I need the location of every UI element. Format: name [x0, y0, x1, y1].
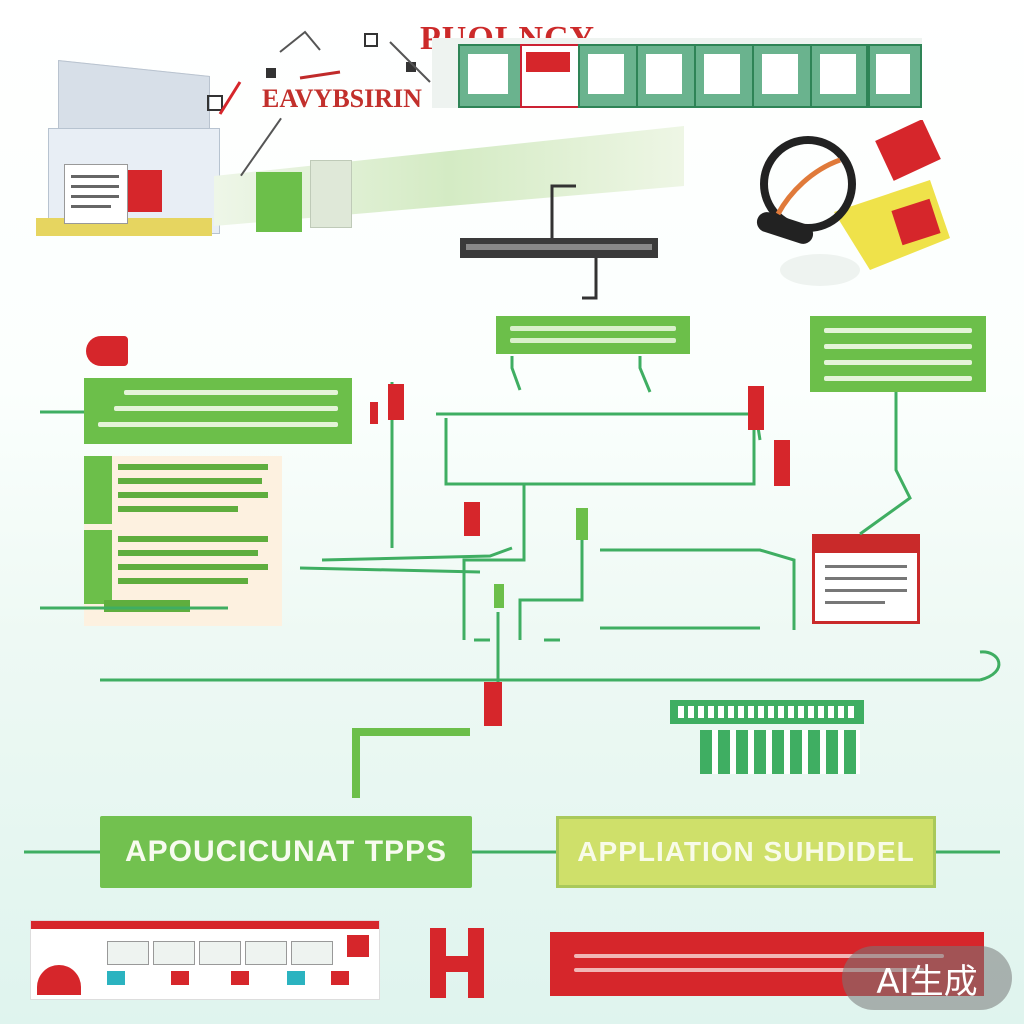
header-doodles — [207, 30, 431, 115]
left-callout — [84, 378, 352, 444]
green-table-grid — [670, 700, 864, 776]
warning-card-icon — [812, 534, 920, 624]
server-bar-icon — [460, 184, 658, 300]
watermark-badge: AI生成 — [842, 946, 1012, 1010]
watermark-text: AI生成 — [876, 961, 978, 1002]
document-stack-illustration — [34, 60, 220, 236]
right-banner: APPLIATION SUHDIDEL — [556, 816, 936, 888]
magnifier-icon — [756, 120, 950, 286]
header-title-line2: EAVYBSIRIN — [262, 84, 422, 113]
red-flag-icon — [128, 170, 162, 212]
red-marker-icon — [86, 336, 128, 366]
right-banner-label: APPLIATION SUHDIDEL — [577, 836, 915, 867]
header-panel-strip — [432, 38, 922, 108]
bottom-icon-strip — [30, 920, 380, 1000]
document-icon — [64, 164, 128, 224]
left-banner: APOUCICUNAT TPPS — [100, 816, 472, 888]
grey-square — [310, 160, 352, 228]
right-callout — [810, 316, 986, 392]
red-h-block — [430, 928, 484, 998]
left-banner-label: APOUCICUNAT TPPS — [124, 835, 448, 868]
center-callout — [496, 316, 690, 354]
green-square — [256, 172, 302, 232]
